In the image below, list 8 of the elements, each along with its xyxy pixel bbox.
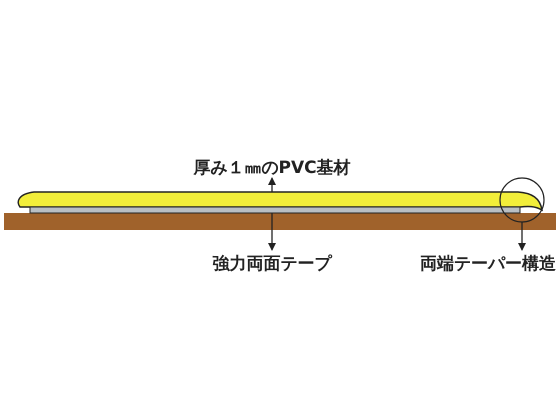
detail-circle <box>499 177 545 223</box>
leader-arrow <box>518 222 526 251</box>
callout-label: 厚み１㎜のPVC基材 <box>194 156 351 179</box>
adhesive-tape-layer <box>30 206 520 214</box>
callout-label: 両端テーパー構造 <box>420 252 556 275</box>
callout-label: 強力両面テープ <box>212 252 332 275</box>
leader-arrow <box>268 177 276 192</box>
leader-arrow <box>268 213 276 251</box>
